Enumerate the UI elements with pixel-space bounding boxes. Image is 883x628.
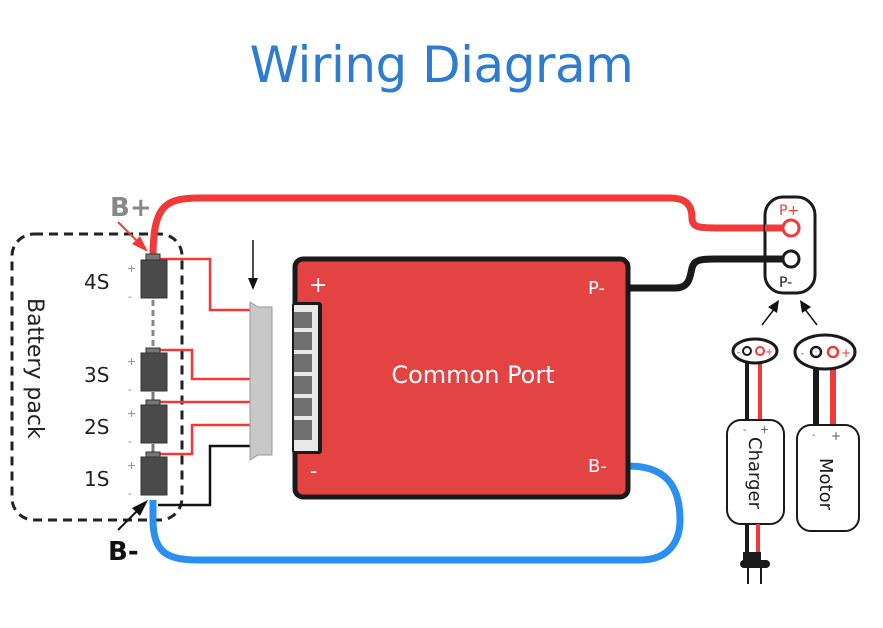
- balance-wire-bminus: [158, 444, 250, 507]
- cell-4s: [140, 253, 168, 299]
- bms-board-label: Common Port: [391, 361, 554, 389]
- b-plus-label: B+: [110, 193, 152, 223]
- cell-label-1s: 1S: [84, 467, 109, 491]
- cell-2s-minus: -: [128, 435, 132, 448]
- bms-b-minus-label: B-: [588, 456, 607, 477]
- cell-1s: [140, 451, 168, 496]
- cell-2s-plus: +: [127, 407, 136, 420]
- cell-label-4s: 4S: [84, 270, 109, 294]
- charger-minus: -: [743, 425, 747, 436]
- p-plus-label: P+: [779, 203, 799, 219]
- battery-pack-label: Battery pack: [22, 298, 47, 439]
- balance-wire-1s: [160, 423, 250, 456]
- motor-connect-arrow: [800, 300, 818, 326]
- b-minus-label: B-: [108, 537, 139, 567]
- balance-connector-plug: [249, 301, 273, 461]
- charger-assembly: [726, 337, 785, 584]
- bms-minus-label: -: [310, 459, 317, 483]
- balance-wire-4s: [160, 257, 250, 312]
- bms-p-minus-label: P-: [588, 278, 605, 299]
- motor-body: [796, 424, 860, 532]
- insert-arrow-icon: [248, 240, 258, 290]
- motor-label: Motor: [815, 458, 836, 511]
- cell-label-3s: 3S: [84, 363, 109, 387]
- b-plus-wire: [149, 194, 785, 259]
- p-minus-label: P-: [779, 275, 792, 291]
- motor-connector-plus: +: [841, 346, 851, 360]
- charger-connector-plus: +: [765, 347, 773, 358]
- motor-minus: -: [812, 430, 816, 441]
- diagram-title: Wiring Diagram: [249, 36, 634, 94]
- cell-3s: [140, 347, 168, 392]
- cell-4s-plus: +: [127, 262, 136, 275]
- cell-3s-plus: +: [127, 355, 136, 368]
- b-minus-arrow: [117, 500, 148, 531]
- p-minus-wire: [628, 255, 785, 292]
- motor-assembly: [793, 333, 860, 532]
- charger-plus: +: [760, 423, 769, 436]
- output-port: [763, 195, 817, 295]
- b-plus-arrow: [117, 221, 148, 252]
- battery-pack-boundary: [10, 232, 184, 522]
- balance-wire-3s: [160, 348, 250, 381]
- cell-1s-plus: +: [127, 459, 136, 472]
- b-minus-wire: [149, 462, 684, 564]
- motor-plus: +: [831, 429, 841, 443]
- cell-2s: [140, 399, 168, 444]
- charger-label: Charger: [744, 437, 765, 510]
- bms-balance-socket: [292, 302, 322, 454]
- cell-label-2s: 2S: [84, 415, 109, 439]
- cell-4s-minus: -: [128, 290, 132, 303]
- motor-plug-connector: [793, 333, 857, 371]
- motor-connector-minus: -: [801, 349, 804, 358]
- charger-connect-arrow: [761, 300, 779, 326]
- p-plus-terminal: [781, 218, 801, 238]
- charger-connector-minus: -: [737, 348, 740, 357]
- bms-plus-label: +: [309, 273, 327, 298]
- p-minus-terminal: [781, 249, 801, 269]
- cell-1s-minus: -: [128, 487, 132, 500]
- charger-body: [726, 419, 785, 525]
- cell-3s-minus: -: [128, 383, 132, 396]
